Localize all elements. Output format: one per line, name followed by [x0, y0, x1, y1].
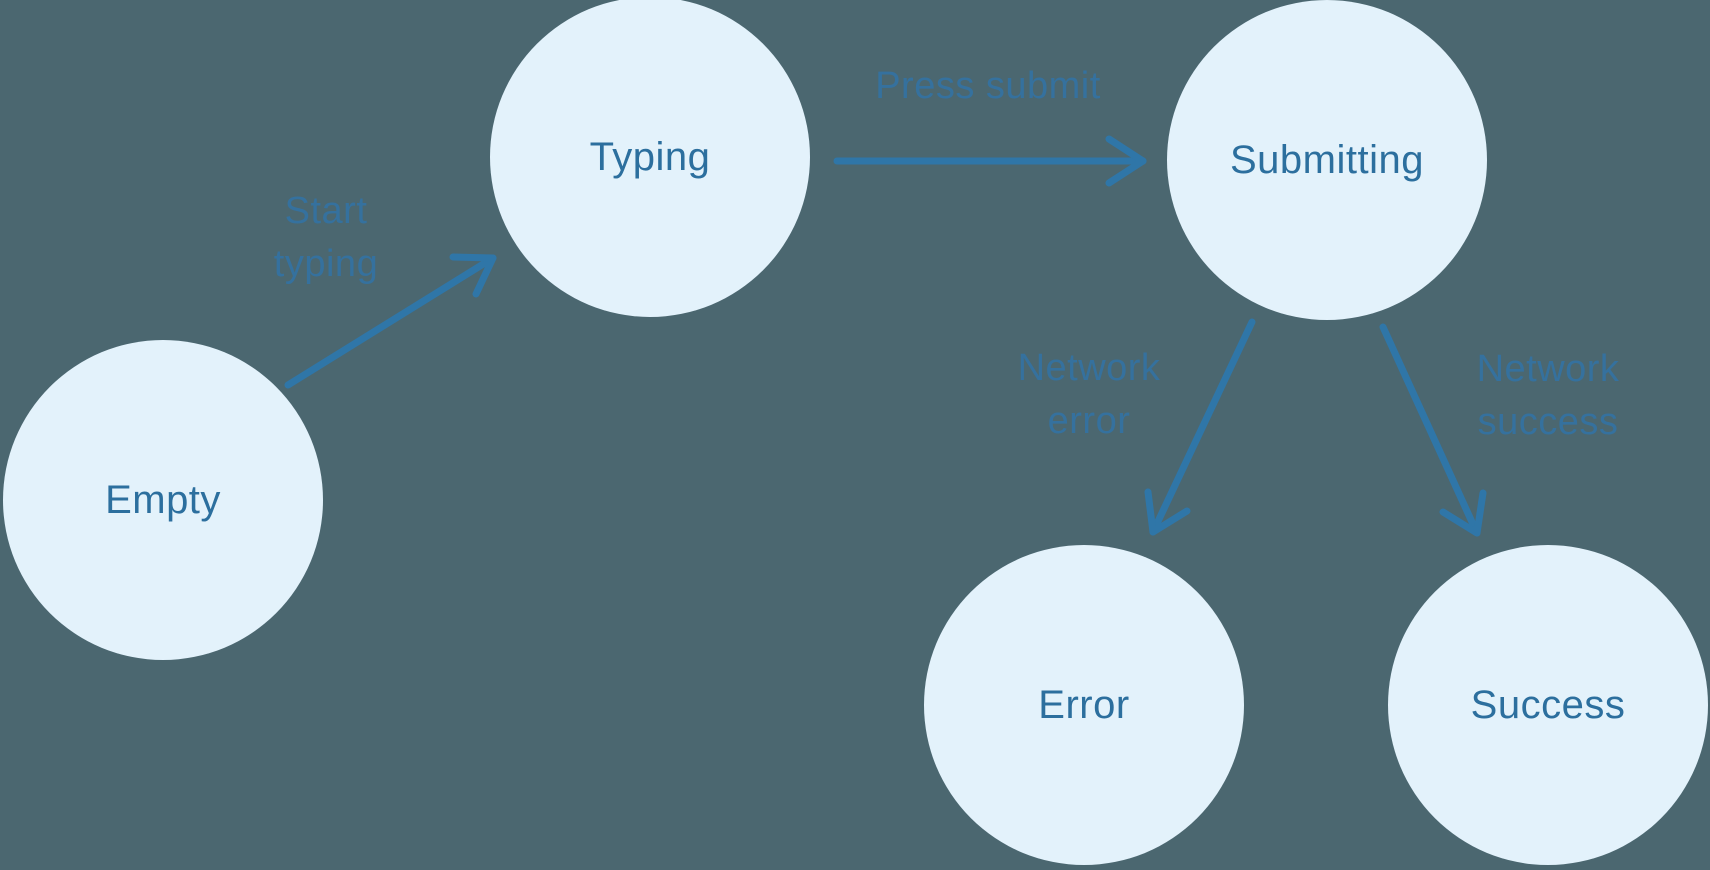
state-node-error: Error	[924, 545, 1244, 865]
edge-typing-submitting-arrowhead	[1105, 135, 1147, 187]
state-label-success: Success	[1470, 682, 1626, 727]
edge-submitting-error-arrowhead	[1144, 488, 1191, 536]
edge-empty-typing-arrowhead	[449, 253, 497, 298]
edge-label-start-typing: Start typing	[273, 190, 379, 285]
state-node-empty: Empty	[3, 340, 323, 660]
state-node-submitting: Submitting	[1167, 0, 1487, 320]
edge-label-network-error: Network error	[1017, 347, 1161, 442]
state-label-empty: Empty	[105, 477, 221, 522]
state-label-error: Error	[1038, 682, 1130, 727]
state-node-success: Success	[1388, 545, 1708, 865]
edge-submitting-success-arrowhead	[1439, 489, 1487, 537]
state-node-typing: Typing	[490, 0, 810, 317]
state-label-typing: Typing	[589, 134, 711, 179]
edge-label-network-success: Network success	[1476, 348, 1620, 443]
edge-label-press-submit: Press submit	[875, 65, 1101, 107]
state-label-submitting: Submitting	[1230, 137, 1424, 182]
